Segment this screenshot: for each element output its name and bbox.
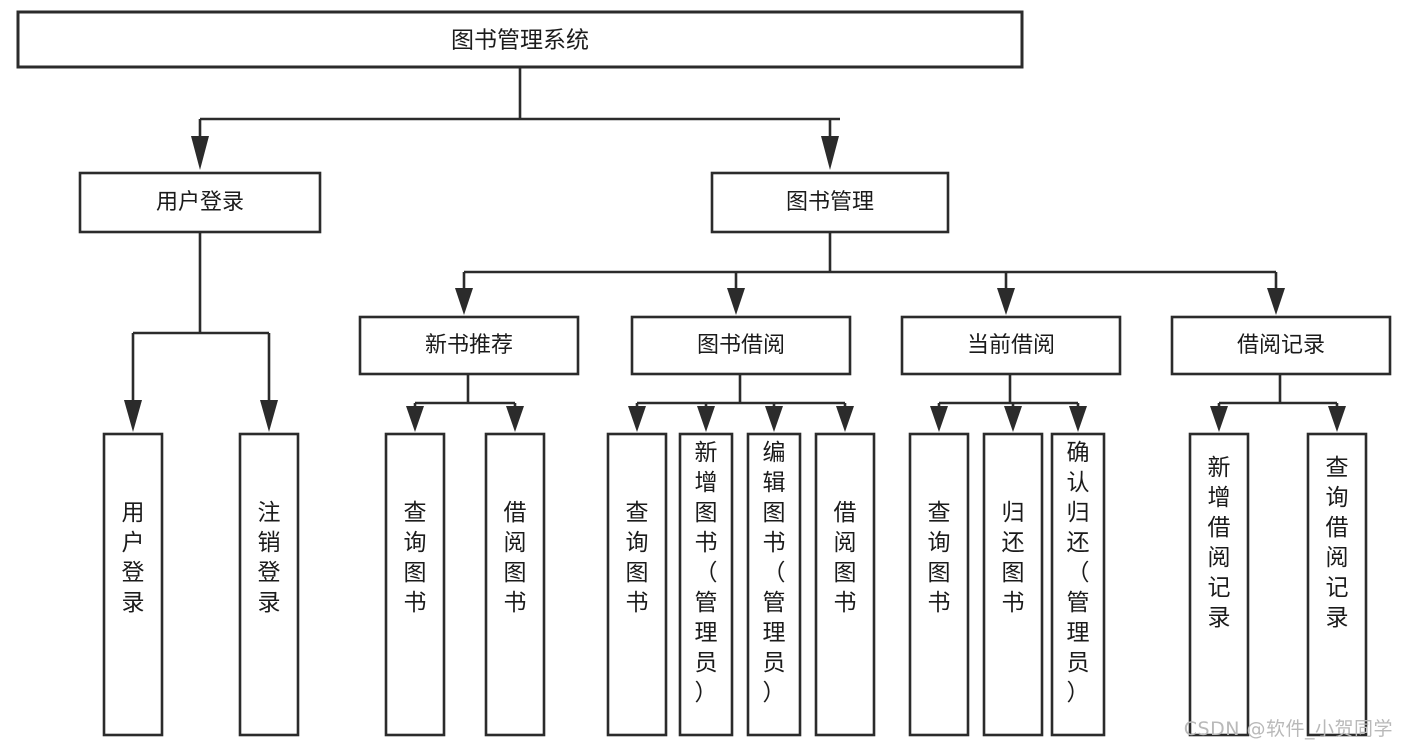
node-borrow-record[interactable]: 借阅记录 [1170,315,1392,376]
arrow-user-login [191,136,209,170]
node-root[interactable]: 图书管理系统 [16,10,1024,69]
leaf-query-book-3[interactable]: 查询图书 [908,432,970,737]
leaf-borrow-book-2-label: 借阅图书 [834,500,857,616]
leaf-logout-label: 注销登录 [258,500,281,616]
connectors-layer [124,67,1346,432]
leaf-logout-box[interactable] [238,432,300,737]
arrow-new-book-rec [455,288,473,315]
arrow-current-borrow [997,288,1015,315]
node-borrow-record-box[interactable] [1170,315,1392,376]
arrow-leaf-borrow-book-1 [506,406,524,432]
node-book-manage[interactable]: 图书管理 [710,171,950,234]
node-book-borrow-label: 图书借阅 [697,333,785,358]
leaf-add-record-box[interactable] [1188,432,1250,737]
arrow-leaf-confirm-return [1069,406,1087,432]
leaf-query-book-1-box[interactable] [384,432,446,737]
nodes-layer: 图书管理系统 用户登录 图书管理 新书推荐 图书借阅 当前 [16,10,1392,737]
leaf-edit-book[interactable]: 编辑图书（管理员） [746,432,802,737]
node-book-manage-box[interactable] [710,171,950,234]
arrow-leaf-return-book [1004,406,1022,432]
arrow-leaf-add-book [697,406,715,432]
arrow-leaf-borrow-book-2 [836,406,854,432]
leaf-confirm-return-box[interactable] [1050,432,1106,737]
leaf-borrow-book-1-label: 借阅图书 [504,500,527,616]
leaf-borrow-book-1[interactable]: 借阅图书 [484,432,546,737]
leaf-user-login[interactable]: 用户登录 [102,432,164,737]
node-new-book-rec-box[interactable] [358,315,580,376]
leaf-confirm-return-label: 确认归还（管理员） [1067,440,1090,706]
arrow-leaf-query-record [1328,406,1346,432]
arrow-leaf-edit-book [765,406,783,432]
node-new-book-rec-label: 新书推荐 [425,333,513,358]
arrow-leaf-query-book-2 [628,406,646,432]
leaf-add-record-label: 新增借阅记录 [1208,455,1231,631]
leaf-query-book-2-box[interactable] [606,432,668,737]
leaf-query-book-1-label: 查询图书 [404,500,427,616]
leaf-query-book-2[interactable]: 查询图书 [606,432,668,737]
leaf-return-book-label: 归还图书 [1002,500,1025,616]
node-user-login-box[interactable] [78,171,322,234]
leaf-query-book-1[interactable]: 查询图书 [384,432,446,737]
node-book-borrow[interactable]: 图书借阅 [630,315,852,376]
arrow-leaf-user-login [124,400,142,432]
arrow-leaf-query-book-1 [406,406,424,432]
arrow-book-borrow [727,288,745,315]
leaf-borrow-book-2[interactable]: 借阅图书 [814,432,876,737]
leaf-query-book-3-box[interactable] [908,432,970,737]
leaf-query-record-box[interactable] [1306,432,1368,737]
node-user-login[interactable]: 用户登录 [78,171,322,234]
leaf-user-login-box[interactable] [102,432,164,737]
leaf-query-book-2-label: 查询图书 [626,500,649,616]
node-root-box[interactable] [16,10,1024,69]
leaf-return-book-box[interactable] [982,432,1044,737]
node-new-book-rec[interactable]: 新书推荐 [358,315,580,376]
node-book-manage-label: 图书管理 [786,190,874,215]
leaf-add-book-box[interactable] [678,432,734,737]
node-current-borrow[interactable]: 当前借阅 [900,315,1122,376]
node-current-borrow-label: 当前借阅 [967,333,1055,358]
leaf-return-book[interactable]: 归还图书 [982,432,1044,737]
leaf-query-book-3-label: 查询图书 [928,500,951,616]
node-book-borrow-box[interactable] [630,315,852,376]
node-current-borrow-box[interactable] [900,315,1122,376]
arrow-leaf-add-record [1210,406,1228,432]
leaf-edit-book-box[interactable] [746,432,802,737]
leaf-logout[interactable]: 注销登录 [238,432,300,737]
node-borrow-record-label: 借阅记录 [1237,333,1325,358]
leaf-edit-book-label: 编辑图书（管理员） [763,440,786,706]
leaf-add-book[interactable]: 新增图书（管理员） [678,432,734,737]
leaf-query-record[interactable]: 查询借阅记录 [1306,432,1368,737]
node-user-login-label: 用户登录 [156,190,244,215]
leaf-query-record-label: 查询借阅记录 [1326,455,1349,631]
leaf-confirm-return[interactable]: 确认归还（管理员） [1050,432,1106,737]
node-root-label: 图书管理系统 [451,28,589,54]
arrow-leaf-query-book-3 [930,406,948,432]
arrow-borrow-record [1267,288,1285,315]
leaf-add-book-label: 新增图书（管理员） [695,440,718,706]
leaf-borrow-book-1-box[interactable] [484,432,546,737]
arrow-book-manage [821,136,839,170]
leaf-add-record[interactable]: 新增借阅记录 [1188,432,1250,737]
leaf-borrow-book-2-box[interactable] [814,432,876,737]
arrow-leaf-logout [260,400,278,432]
leaf-user-login-label: 用户登录 [122,500,145,616]
